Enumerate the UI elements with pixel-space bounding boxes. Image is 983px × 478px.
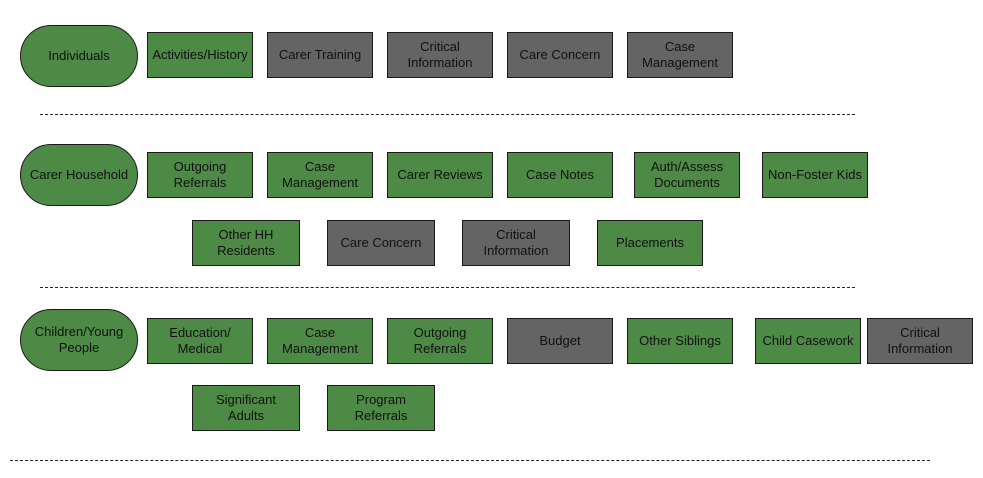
item-non-foster-kids: Non-Foster Kids: [762, 152, 868, 198]
item-carer-reviews: Carer Reviews: [387, 152, 493, 198]
item-outgoing-referrals: Outgoing Referrals: [387, 318, 493, 364]
item-program-referrals: Program Referrals: [327, 385, 435, 431]
item-critical-information: Critical Information: [462, 220, 570, 266]
item-activities-history: Activities/History: [147, 32, 253, 78]
section-divider: [40, 114, 855, 115]
item-significant-adults: Significant Adults: [192, 385, 300, 431]
item-other-hh-residents: Other HH Residents: [192, 220, 300, 266]
section-divider: [40, 287, 855, 288]
section-individuals: Individuals: [20, 25, 138, 87]
item-placements: Placements: [597, 220, 703, 266]
item-auth-assess-documents: Auth/Assess Documents: [634, 152, 740, 198]
item-critical-information: Critical Information: [387, 32, 493, 78]
item-care-concern: Care Concern: [507, 32, 613, 78]
item-budget: Budget: [507, 318, 613, 364]
item-case-management: Case Management: [267, 152, 373, 198]
item-education-medical: Education/ Medical: [147, 318, 253, 364]
item-care-concern: Care Concern: [327, 220, 435, 266]
item-other-siblings: Other Siblings: [627, 318, 733, 364]
item-case-management: Case Management: [267, 318, 373, 364]
item-case-management: Case Management: [627, 32, 733, 78]
section-children-young-people: Children/Young People: [20, 309, 138, 371]
item-child-casework: Child Casework: [755, 318, 861, 364]
section-divider: [10, 460, 930, 461]
item-case-notes: Case Notes: [507, 152, 613, 198]
item-outgoing-referrals: Outgoing Referrals: [147, 152, 253, 198]
item-critical-information: Critical Information: [867, 318, 973, 364]
section-carer-household: Carer Household: [20, 144, 138, 206]
item-carer-training: Carer Training: [267, 32, 373, 78]
